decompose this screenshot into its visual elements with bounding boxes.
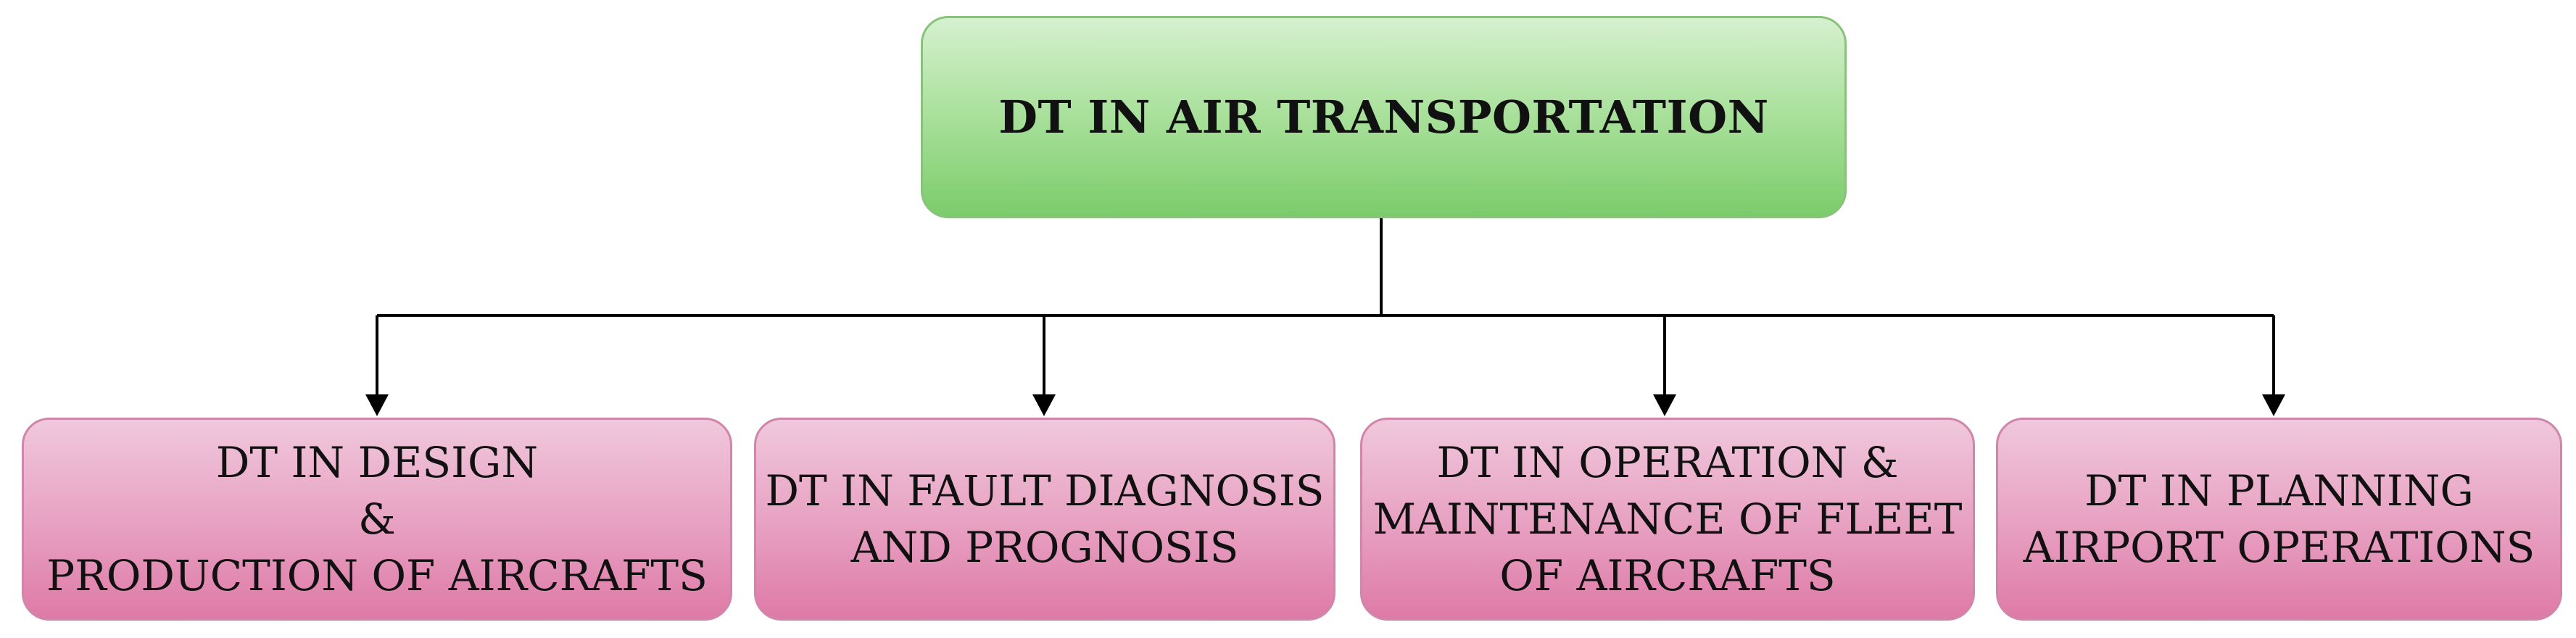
arrowhead-2 [1032, 394, 1056, 416]
arrowhead-4 [2262, 394, 2285, 416]
child-3-line-1: DT IN OPERATION & [1436, 438, 1899, 487]
child-4-line-2: AIRPORT OPERATIONS [2023, 523, 2535, 572]
child-node-fault-diagnosis: DT IN FAULT DIAGNOSIS AND PROGNOSIS [754, 418, 1335, 621]
child-3-line-2: MAINTENANCE OF FLEET [1372, 494, 1963, 544]
child-node-design-production: DT IN DESIGN & PRODUCTION OF AIRCRAFTS [22, 418, 732, 621]
child-1-line-1: DT IN DESIGN [215, 438, 539, 487]
root-label: DT IN AIR TRANSPORTATION [998, 91, 1769, 144]
child-2-line-1: DT IN FAULT DIAGNOSIS [765, 466, 1325, 515]
arrowhead-3 [1653, 394, 1676, 416]
root-node: DT IN AIR TRANSPORTATION [921, 16, 1847, 218]
child-node-operation-maintenance: DT IN OPERATION & MAINTENANCE OF FLEET O… [1360, 418, 1975, 621]
child-4-line-1: DT IN PLANNING [2084, 466, 2474, 515]
child-2-line-2: AND PROGNOSIS [850, 523, 1239, 572]
child-3-line-3: OF AIRCRAFTS [1499, 551, 1836, 600]
arrowhead-1 [365, 394, 389, 416]
child-1-line-2: & [358, 494, 396, 544]
child-node-planning-airport: DT IN PLANNING AIRPORT OPERATIONS [1996, 418, 2562, 621]
child-1-line-3: PRODUCTION OF AIRCRAFTS [46, 551, 708, 600]
